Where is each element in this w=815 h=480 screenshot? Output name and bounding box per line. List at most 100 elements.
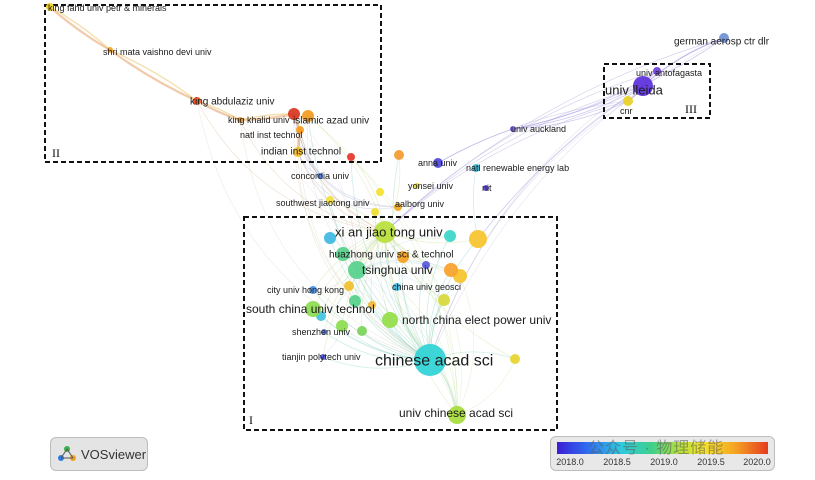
link xyxy=(356,269,445,301)
link xyxy=(239,119,386,233)
network-node xyxy=(376,188,384,196)
node-label: north china elect power univ xyxy=(402,313,551,327)
network-node xyxy=(320,354,326,360)
link xyxy=(356,235,451,271)
network-node xyxy=(293,147,303,157)
cluster-box-iii xyxy=(603,63,711,119)
network-node xyxy=(394,203,402,211)
node-label: cnr xyxy=(620,106,633,116)
network-node xyxy=(438,294,450,306)
network-node xyxy=(317,173,323,179)
link xyxy=(384,100,629,233)
network-node xyxy=(633,76,653,96)
watermark: 公众号 · 物理储能 xyxy=(588,440,725,457)
link xyxy=(293,113,358,271)
network-node xyxy=(422,261,430,269)
link xyxy=(109,49,198,102)
link xyxy=(239,119,358,271)
network-node xyxy=(433,158,443,168)
link xyxy=(299,129,386,233)
link xyxy=(49,6,111,51)
network-node xyxy=(321,329,327,335)
node-label: huazhong univ sci & technol xyxy=(329,250,454,261)
link xyxy=(307,115,458,416)
network-node xyxy=(397,251,409,263)
node-label: univ antofagasta xyxy=(636,68,702,78)
network-node xyxy=(348,261,366,279)
node-label: king abdulaziz univ xyxy=(190,97,275,108)
link xyxy=(196,100,431,361)
node-label: southwest jiaotong univ xyxy=(276,198,370,208)
network-node xyxy=(472,164,480,172)
link xyxy=(384,231,458,416)
node-label: natl renewable energy lab xyxy=(466,163,569,173)
network-node xyxy=(326,196,334,204)
link xyxy=(299,129,358,271)
node-label: shri mata vaishno devi univ xyxy=(103,47,212,57)
cluster-box-i xyxy=(243,216,558,431)
node-label: anna univ xyxy=(418,158,458,168)
network-node xyxy=(371,208,379,216)
network-node xyxy=(324,232,336,244)
network-node xyxy=(510,354,520,364)
network-node xyxy=(302,110,314,122)
link xyxy=(512,37,725,130)
link xyxy=(329,237,458,416)
link xyxy=(356,269,458,416)
link xyxy=(297,151,431,361)
link xyxy=(322,231,386,358)
node-label: yonsei univ xyxy=(408,181,454,191)
cluster-box-ii xyxy=(44,4,382,163)
link xyxy=(384,231,516,360)
year-color-legend: 2018.0 2018.5 2019.0 2019.5 2020.0 xyxy=(550,436,775,471)
link xyxy=(456,275,475,416)
node-label: south china univ technol xyxy=(246,302,375,316)
node-label: city univ hong kong xyxy=(267,285,344,295)
network-node xyxy=(719,33,729,43)
node-label: nit xyxy=(482,183,492,193)
legend-tick: 2018.0 xyxy=(556,457,584,467)
legend-tick: 2019.5 xyxy=(697,457,725,467)
cluster-label-iii: III xyxy=(685,102,697,116)
node-label: univ auckland xyxy=(511,124,566,134)
network-node xyxy=(347,153,355,161)
link xyxy=(329,199,431,361)
node-label: concordia univ xyxy=(291,171,350,181)
link xyxy=(512,100,629,130)
legend-ticks: 2018.0 2018.5 2019.0 2019.5 2020.0 xyxy=(551,457,774,469)
legend-tick: 2019.0 xyxy=(650,457,678,467)
network-node xyxy=(414,344,446,376)
cluster-label-i: I xyxy=(249,413,253,427)
node-label: indian inst technol xyxy=(261,147,341,158)
network-node xyxy=(469,230,487,248)
link xyxy=(392,154,431,361)
link xyxy=(299,129,431,361)
network-node xyxy=(510,126,516,132)
link xyxy=(299,129,321,177)
network-node xyxy=(336,320,348,332)
link xyxy=(307,115,386,233)
vosviewer-badge: VOSviewer xyxy=(50,437,148,471)
link xyxy=(196,100,358,271)
node-label: univ lleida xyxy=(605,83,664,98)
network-node xyxy=(653,67,661,75)
vosviewer-label: VOSviewer xyxy=(81,446,147,462)
network-node xyxy=(623,96,633,106)
network-node xyxy=(336,247,350,261)
network-node xyxy=(394,150,404,160)
color-gradient-bar xyxy=(557,442,768,454)
link xyxy=(512,85,644,130)
legend-tick: 2020.0 xyxy=(743,457,771,467)
unlabeled-nodes xyxy=(302,110,520,364)
link xyxy=(437,128,514,164)
link xyxy=(299,129,399,208)
link xyxy=(350,156,431,361)
node-label: aalborg univ xyxy=(395,199,445,209)
node-label: islamic azad univ xyxy=(293,116,369,127)
network-node xyxy=(193,97,201,105)
node-label: german aerosp ctr dlr xyxy=(674,37,770,48)
node-label: xi an jiao tong univ xyxy=(335,225,443,240)
network-node xyxy=(368,301,376,309)
link xyxy=(384,231,458,416)
link xyxy=(384,37,725,233)
